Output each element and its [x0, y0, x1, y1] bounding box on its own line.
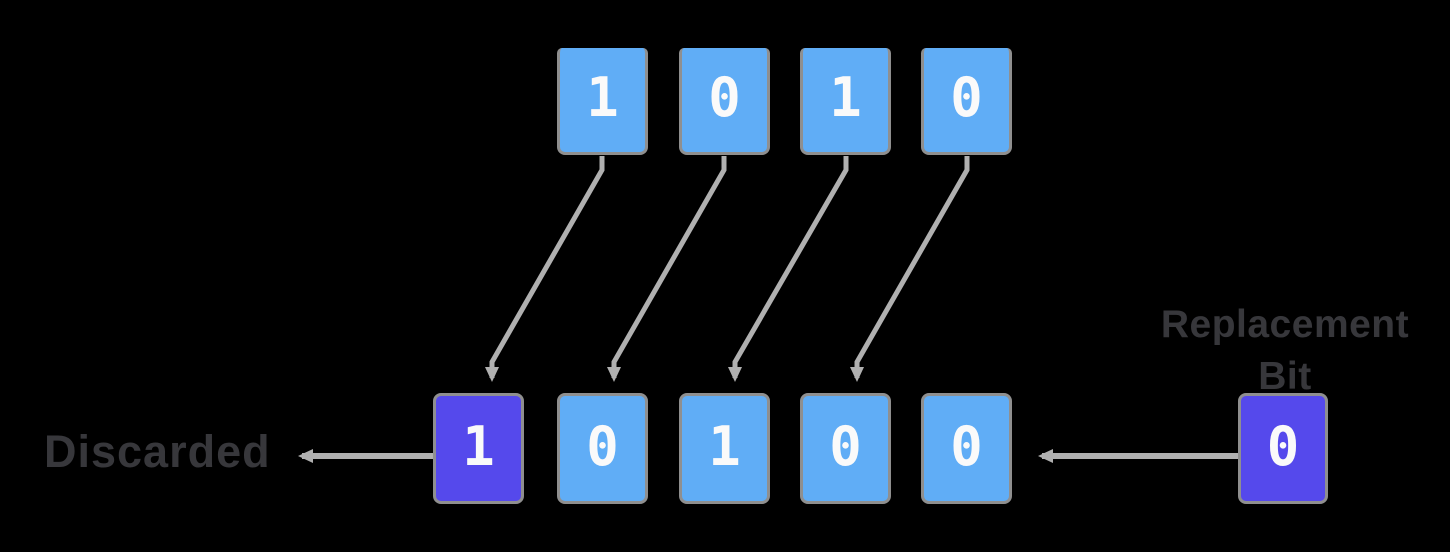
- bit-value: 0: [829, 414, 862, 478]
- bit-value: 0: [1266, 414, 1300, 478]
- bottom-bit-box-5: 0: [921, 393, 1012, 504]
- bit-value: 0: [950, 414, 983, 478]
- shift-arrow-3: [728, 156, 849, 382]
- bit-value: 1: [586, 66, 619, 129]
- shift-arrow-4: [850, 156, 970, 382]
- replacement-bit-label: Replacement Bit: [1150, 299, 1420, 403]
- bottom-bit-box-1-discarded: 1: [433, 393, 524, 504]
- discarded-label: Discarded: [44, 426, 271, 477]
- top-bit-box-1: 1: [557, 48, 648, 155]
- bit-value: 1: [829, 66, 862, 129]
- bit-value: 1: [708, 414, 741, 478]
- bottom-bit-box-4: 0: [800, 393, 891, 504]
- shift-arrow-2: [607, 156, 727, 382]
- bit-value: 0: [708, 66, 741, 129]
- top-bit-box-4: 0: [921, 48, 1012, 155]
- top-bit-box-3: 1: [800, 48, 891, 155]
- bottom-bit-box-2: 0: [557, 393, 648, 504]
- bit-value: 0: [950, 66, 983, 129]
- replacement-bit-box: 0: [1238, 393, 1328, 504]
- bit-value: 0: [586, 414, 619, 478]
- top-bit-box-2: 0: [679, 48, 770, 155]
- bottom-bit-box-3: 1: [679, 393, 770, 504]
- replacement-bit-label-line1: Replacement: [1160, 303, 1410, 346]
- replacement-bit-label-line2: Bit: [1258, 354, 1312, 398]
- bit-value: 1: [462, 414, 495, 478]
- shift-arrow-1: [485, 156, 605, 382]
